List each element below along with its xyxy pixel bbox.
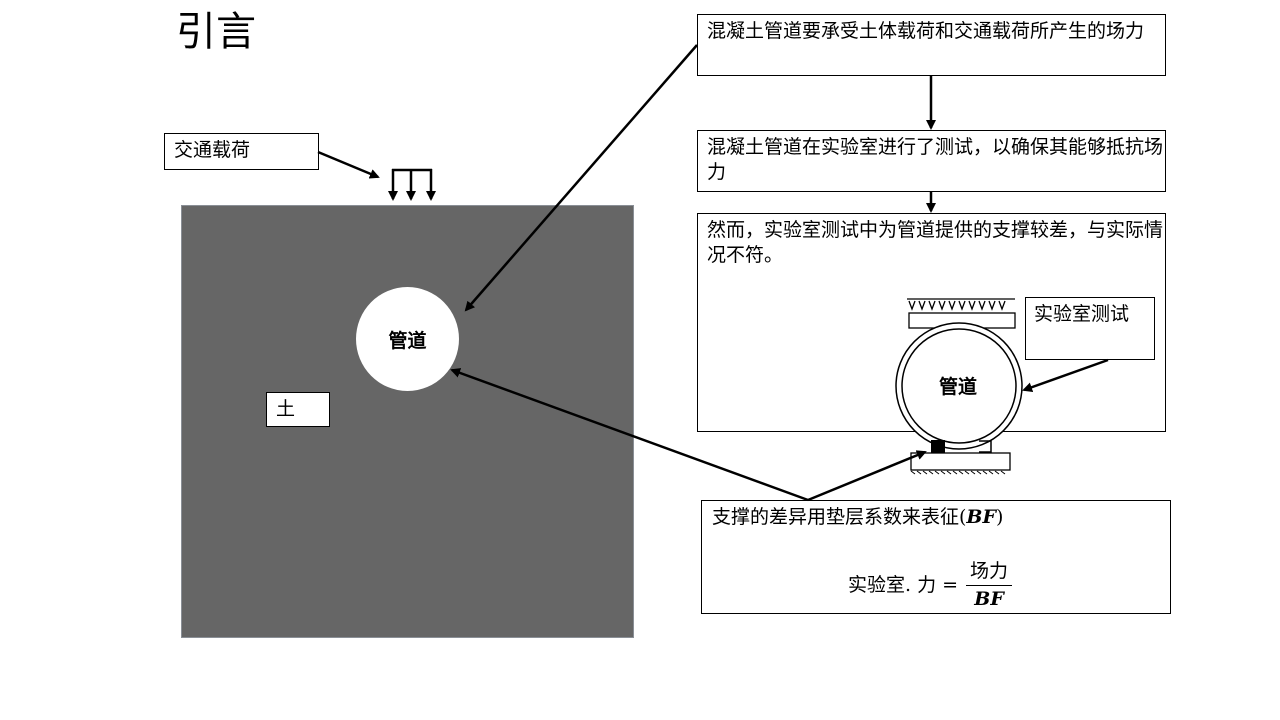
soil-block (181, 205, 634, 638)
statement-text-poor-support: 然而，实验室测试中为管道提供的支撑较差，与实际情况不符。 (707, 219, 1164, 266)
formula-lhs: 实验室. 力 = (848, 573, 959, 596)
bedding-factor-text: 支撑的差异用垫层系数来表征( (712, 506, 967, 528)
statement-text-field-force: 混凝土管道要承受土体载荷和交通载荷所产生的场力 (707, 20, 1145, 42)
pipe-circle: 管道 (356, 287, 459, 391)
soil-label-text: 土 (276, 398, 296, 420)
pipe-label: 管道 (388, 329, 427, 352)
lab-base-plate (910, 452, 1011, 471)
lab-support-block-left (931, 440, 945, 453)
bedding-factor-close: ) (995, 506, 1004, 528)
lab-force-formula: 实验室. 力 = 场力 BF (848, 556, 1013, 610)
statement-box-field-force: 混凝土管道要承受土体载荷和交通载荷所产生的场力 (697, 14, 1166, 76)
lab-base-hatch (910, 470, 1006, 475)
formula-numerator: 场力 (966, 556, 1013, 586)
lab-support-block-right (979, 440, 992, 453)
traffic-load-pointer (317, 150, 380, 179)
lab-test-label: 实验室测试 (1025, 297, 1155, 360)
bedding-factor-symbol: BF (966, 506, 996, 528)
lab-test-text: 实验室测试 (1034, 303, 1130, 325)
statement-box-lab-test: 混凝土管道在实验室进行了测试，以确保其能够抵抗场力 (697, 130, 1166, 192)
page-title: 引言 (176, 9, 256, 55)
traffic-load-text: 交通载荷 (174, 139, 251, 161)
formula-fraction: 场力 BF (966, 556, 1013, 610)
traffic-load-label: 交通载荷 (164, 133, 319, 170)
formula-denominator: BF (974, 588, 1004, 610)
bedding-factor-box: 支撑的差异用垫层系数来表征(BF) (701, 500, 1171, 614)
bedding-to-lab-support-arrow (807, 450, 927, 502)
lab-pipe-label: 管道 (938, 376, 977, 398)
traffic-load-arrows (388, 168, 436, 201)
soil-label: 土 (266, 392, 330, 427)
statement-text-lab-test: 混凝土管道在实验室进行了测试，以确保其能够抵抗场力 (707, 136, 1164, 183)
